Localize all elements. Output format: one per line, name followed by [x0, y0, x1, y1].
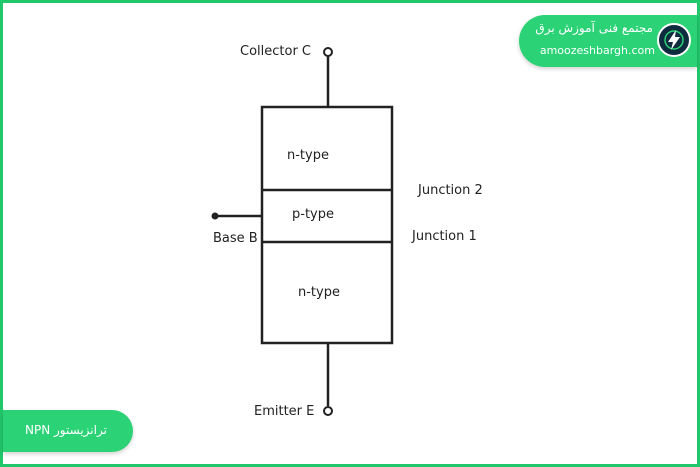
top-region-label: n-type	[287, 148, 329, 163]
junction-2-label: Junction 2	[418, 183, 483, 198]
emitter-terminal	[323, 406, 333, 416]
base-terminal	[211, 212, 219, 220]
bottom-region-label: n-type	[298, 285, 340, 300]
caption-text: NPN ترانزیستور	[25, 423, 107, 437]
lightning-bolt-icon	[657, 23, 691, 57]
base-label: Base B	[213, 231, 258, 246]
collector-terminal	[323, 47, 333, 57]
transistor-body	[260, 105, 394, 345]
middle-region-label: p-type	[292, 207, 334, 222]
junction-1-label: Junction 1	[412, 229, 477, 244]
brand-url: amoozeshbargh.com	[539, 44, 655, 57]
emitter-label: Emitter E	[254, 404, 315, 419]
caption-badge: NPN ترانزیستور	[3, 410, 133, 452]
brand-badge[interactable]: مجتمع فنی آموزش برق amoozeshbargh.com	[519, 15, 697, 67]
brand-title: مجتمع فنی آموزش برق	[535, 21, 653, 35]
collector-label: Collector C	[240, 44, 312, 59]
